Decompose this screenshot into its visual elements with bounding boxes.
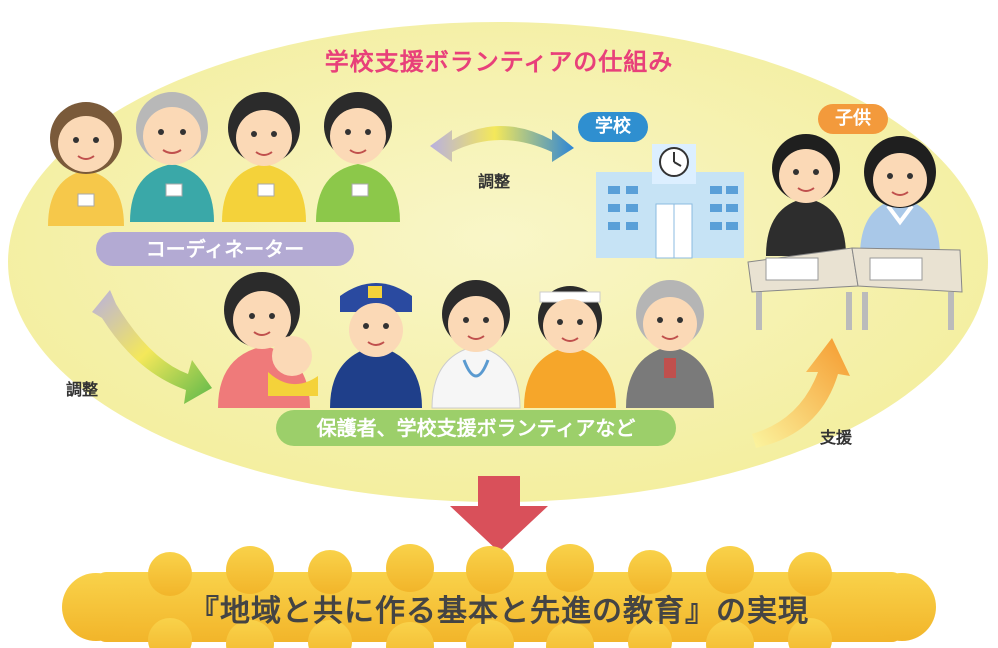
children-pill-bg: [818, 104, 888, 134]
coordinator-person-2: [130, 92, 214, 222]
volunteer-doctor: [431, 280, 521, 409]
coordinator-person-3: [222, 92, 306, 222]
coordinator-person-1: [48, 102, 124, 226]
adjust-label-left: 調整: [66, 380, 99, 399]
support-label: 支援: [820, 428, 853, 447]
support-arrow: [752, 338, 850, 448]
volunteer-police-officer: [330, 283, 422, 408]
volunteer-headband-man: [524, 286, 616, 408]
volunteer-elderly-man: [626, 280, 714, 408]
adjust-arrow-left: [92, 290, 212, 404]
school-building-icon: [596, 144, 744, 259]
result-cloud: [62, 544, 936, 648]
children-label: 子供: [835, 108, 871, 129]
volunteers-label: 保護者、学校支援ボランティアなど: [316, 416, 636, 440]
child-boy: [766, 134, 846, 256]
volunteers-pill-bg: [276, 410, 676, 446]
adjust-label-top: 調整: [478, 172, 511, 191]
school-pill-bg: [578, 112, 648, 142]
diagram-title: 学校支援ボランティアの仕組み: [324, 48, 674, 76]
child-girl: [860, 136, 940, 256]
coordinator-pill-bg: [96, 232, 354, 266]
down-arrow: [450, 476, 548, 552]
school-desks: [747, 247, 963, 330]
coordinator-label: コーディネーター: [145, 237, 305, 261]
volunteer-mother-with-baby: [218, 272, 318, 408]
result-text: 『地域と共に作る基本と先進の教育』の実現: [189, 594, 809, 629]
coordinator-person-4: [316, 92, 400, 222]
school-label: 学校: [595, 116, 631, 137]
adjust-arrow-top: [430, 126, 574, 162]
